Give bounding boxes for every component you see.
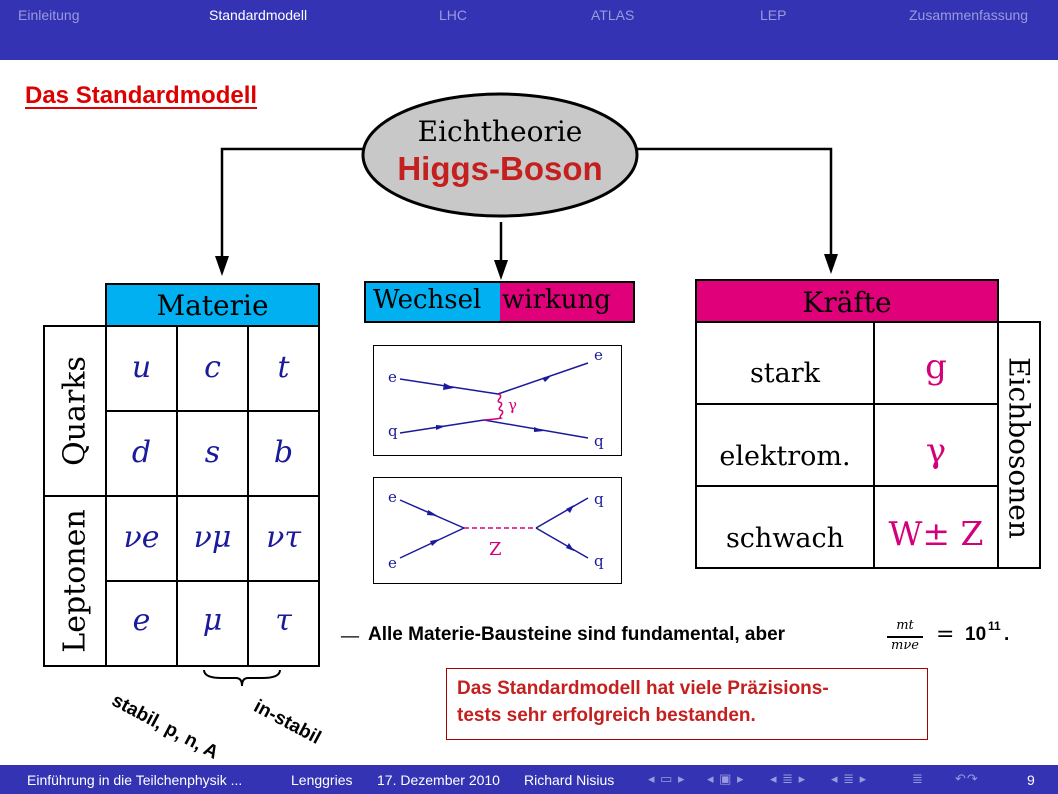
lepton-nu-e: νe bbox=[123, 520, 160, 555]
footer-date: 17. Dezember 2010 bbox=[377, 772, 500, 788]
label-q-out: q bbox=[594, 432, 604, 450]
header-navigation-bar: Einleitung Standardmodell LHC ATLAS LEP … bbox=[0, 0, 1058, 60]
quark-b: b bbox=[273, 435, 294, 470]
label-photon: γ bbox=[508, 396, 517, 414]
label-z-boson: Z bbox=[489, 539, 502, 560]
label-q-top: q bbox=[594, 490, 604, 508]
result-period: . bbox=[1004, 624, 1010, 645]
statement-text: Alle Materie-Bausteine sind fundamental,… bbox=[368, 624, 786, 645]
higgs-boson-label: Higgs-Boson bbox=[397, 150, 603, 187]
quarks-label: Quarks bbox=[57, 356, 93, 466]
feynman-diagram-z-annihilation: e e q q Z bbox=[373, 477, 622, 584]
kraefte-header-label: Kräfte bbox=[802, 286, 892, 319]
label-e-in: e bbox=[388, 368, 397, 386]
feynman-lines-z bbox=[399, 497, 589, 559]
nav-toc-icon[interactable]: ≣ bbox=[912, 771, 924, 786]
info-line-2: tests sehr erfolgreich bestanden. bbox=[457, 705, 756, 726]
nav-item-lep[interactable]: LEP bbox=[760, 7, 787, 23]
nav-item-atlas[interactable]: ATLAS bbox=[591, 7, 635, 23]
feynman-diagram-photon-exchange: e q e q γ bbox=[373, 345, 622, 456]
nav-item-lhc[interactable]: LHC bbox=[439, 7, 468, 23]
lepton-nu-tau: ντ bbox=[266, 520, 301, 555]
nav-document-icon[interactable]: ◂ ≣ ▸ bbox=[831, 771, 868, 786]
leptonen-label: Leptonen bbox=[57, 509, 93, 653]
wechselwirkung-label-part1: Wechsel bbox=[373, 285, 482, 315]
nav-item-zusammenfassung[interactable]: Zusammenfassung bbox=[909, 7, 1029, 23]
label-e-bottom: e bbox=[388, 554, 397, 572]
label-e-out: e bbox=[594, 346, 603, 364]
wechselwirkung-header: Wechsel wirkung bbox=[364, 281, 635, 323]
statement-dash: — bbox=[340, 623, 360, 647]
particle-cell bbox=[247, 580, 320, 667]
materie-header: Materie bbox=[105, 283, 320, 327]
info-line-1: Das Standardmodell hat viele Präzisions- bbox=[457, 678, 829, 699]
quark-s: s bbox=[204, 435, 221, 470]
boson-photon: γ bbox=[925, 431, 947, 471]
equals-sign: = bbox=[936, 622, 955, 647]
lepton-nu-mu: νμ bbox=[193, 520, 232, 555]
quark-t: t bbox=[277, 350, 290, 385]
footer-location: Lenggries bbox=[291, 772, 353, 788]
force-elektromagnetisch: elektrom. bbox=[719, 441, 851, 472]
quark-u: u bbox=[131, 350, 152, 385]
boson-gluon: g bbox=[925, 347, 947, 387]
label-e-top: e bbox=[388, 488, 397, 506]
nav-item-standardmodell[interactable]: Standardmodell bbox=[209, 7, 308, 23]
eichbosonen-label: Eichbosonen bbox=[1002, 357, 1036, 539]
fraction-denominator: mνe bbox=[891, 638, 919, 653]
central-ellipse bbox=[361, 92, 639, 218]
boson-w-z: W± Z bbox=[888, 514, 984, 553]
nav-section-icon[interactable]: ◂ ≣ ▸ bbox=[770, 771, 807, 786]
result-base: 10 bbox=[965, 624, 987, 645]
footer-talk-title: Einführung in die Teilchenphysik ... bbox=[27, 772, 243, 788]
lepton-e: e bbox=[132, 603, 151, 638]
materie-header-label: Materie bbox=[156, 289, 269, 322]
brace-icon bbox=[203, 669, 281, 687]
force-stark: stark bbox=[749, 358, 821, 389]
label-q-bottom: q bbox=[594, 552, 604, 570]
result-exponent: 11 bbox=[988, 619, 1001, 633]
quark-c: c bbox=[204, 350, 221, 385]
nav-search-icon[interactable]: ↶↷ bbox=[955, 771, 979, 786]
footer-author: Richard Nisius bbox=[524, 772, 615, 788]
footer-bar: Einführung in die Teilchenphysik ... Len… bbox=[0, 765, 1058, 794]
fraction-bar bbox=[887, 636, 923, 638]
lepton-mu: μ bbox=[202, 603, 223, 638]
label-q-in: q bbox=[388, 422, 398, 440]
wechselwirkung-label-part2: wirkung bbox=[502, 285, 611, 315]
slide-title: Das Standardmodell bbox=[25, 82, 258, 109]
feynman-lines-photon bbox=[399, 362, 589, 439]
force-schwach: schwach bbox=[725, 523, 845, 554]
eichbosonen-label-cell bbox=[997, 321, 1041, 569]
nav-frame-icon[interactable]: ◂ ▭ ▸ bbox=[648, 771, 686, 786]
eichtheorie-label: Eichtheorie bbox=[417, 115, 583, 148]
precision-tests-box: Das Standardmodell hat viele Präzisions-… bbox=[446, 668, 928, 740]
lepton-tau: τ bbox=[275, 603, 292, 638]
nav-item-einleitung[interactable]: Einleitung bbox=[18, 7, 80, 23]
kraefte-header: Kräfte bbox=[695, 279, 999, 323]
fraction-numerator: mt bbox=[896, 618, 914, 633]
nav-subsection-icon[interactable]: ◂ ▣ ▸ bbox=[707, 771, 745, 786]
quark-d: d bbox=[131, 435, 152, 470]
footer-page-number: 9 bbox=[1027, 772, 1035, 788]
